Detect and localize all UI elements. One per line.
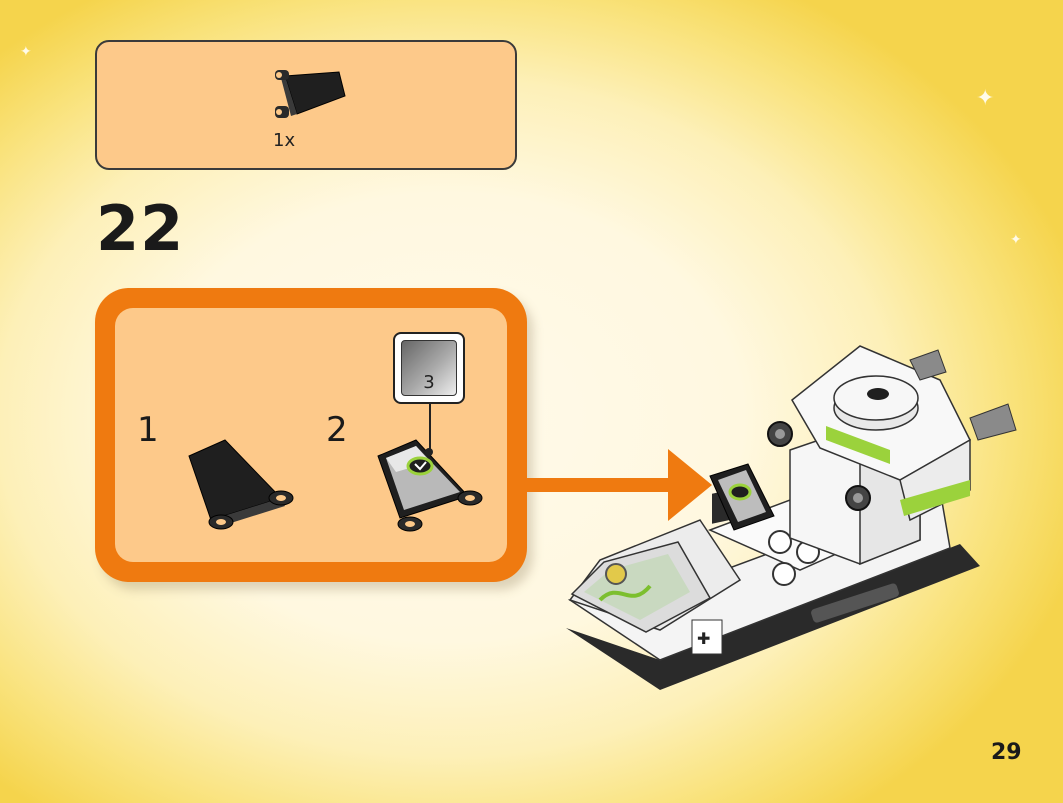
parts-list-box: 1x — [95, 40, 517, 170]
black-flag-piece-icon — [188, 439, 294, 530]
step-number: 22 — [96, 192, 185, 265]
sticker-number: 3 — [423, 372, 435, 393]
sticker-sheet-icon — [401, 340, 457, 396]
substep-number-2: 2 — [326, 410, 348, 450]
page-number: 29 — [991, 740, 1022, 765]
callout-leader-line — [429, 404, 431, 450]
sparkle-icon: ✦ — [976, 86, 995, 111]
part-quantity: 1x — [273, 130, 296, 151]
svg-text:✚: ✚ — [697, 629, 710, 648]
stickered-flag-piece-icon — [377, 439, 483, 532]
assembled-vehicle-model: ✚ — [566, 345, 1017, 690]
flag-plate-icon — [275, 70, 346, 118]
step-arrow-shaft — [527, 478, 677, 492]
substep-number-1: 1 — [137, 410, 159, 450]
sparkle-icon: ✦ — [20, 44, 32, 60]
callout-leader-dot — [425, 448, 433, 456]
sparkle-icon: ✦ — [1010, 232, 1022, 248]
sticker-callout: 3 — [393, 332, 465, 404]
step-arrow-icon — [668, 449, 712, 521]
